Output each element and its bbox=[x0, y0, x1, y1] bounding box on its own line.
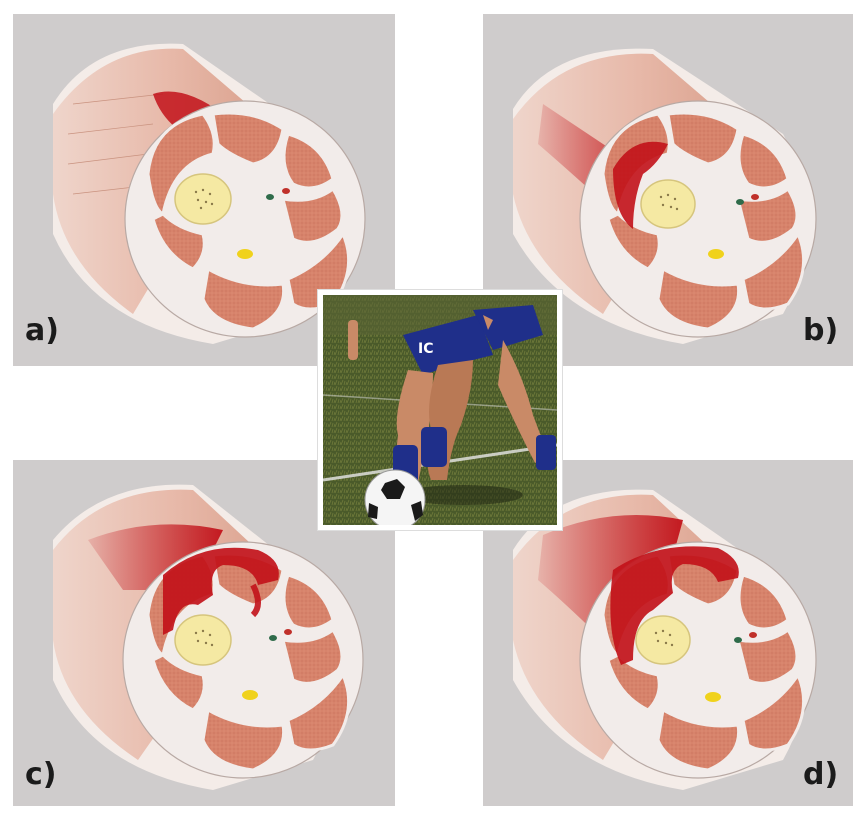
soccer-player-illustration: IC bbox=[323, 295, 557, 525]
vein bbox=[266, 194, 274, 200]
panel-label-a: a) bbox=[25, 316, 59, 346]
panel-label-b: b) bbox=[803, 316, 838, 346]
soccer-photo: IC bbox=[318, 290, 562, 530]
panel-label-c: c) bbox=[25, 760, 57, 790]
artery bbox=[282, 188, 290, 194]
femur-bone bbox=[175, 174, 231, 224]
svg-text:IC: IC bbox=[418, 341, 433, 357]
sciatic-nerve bbox=[237, 249, 253, 259]
panel-label-d: d) bbox=[803, 760, 838, 790]
